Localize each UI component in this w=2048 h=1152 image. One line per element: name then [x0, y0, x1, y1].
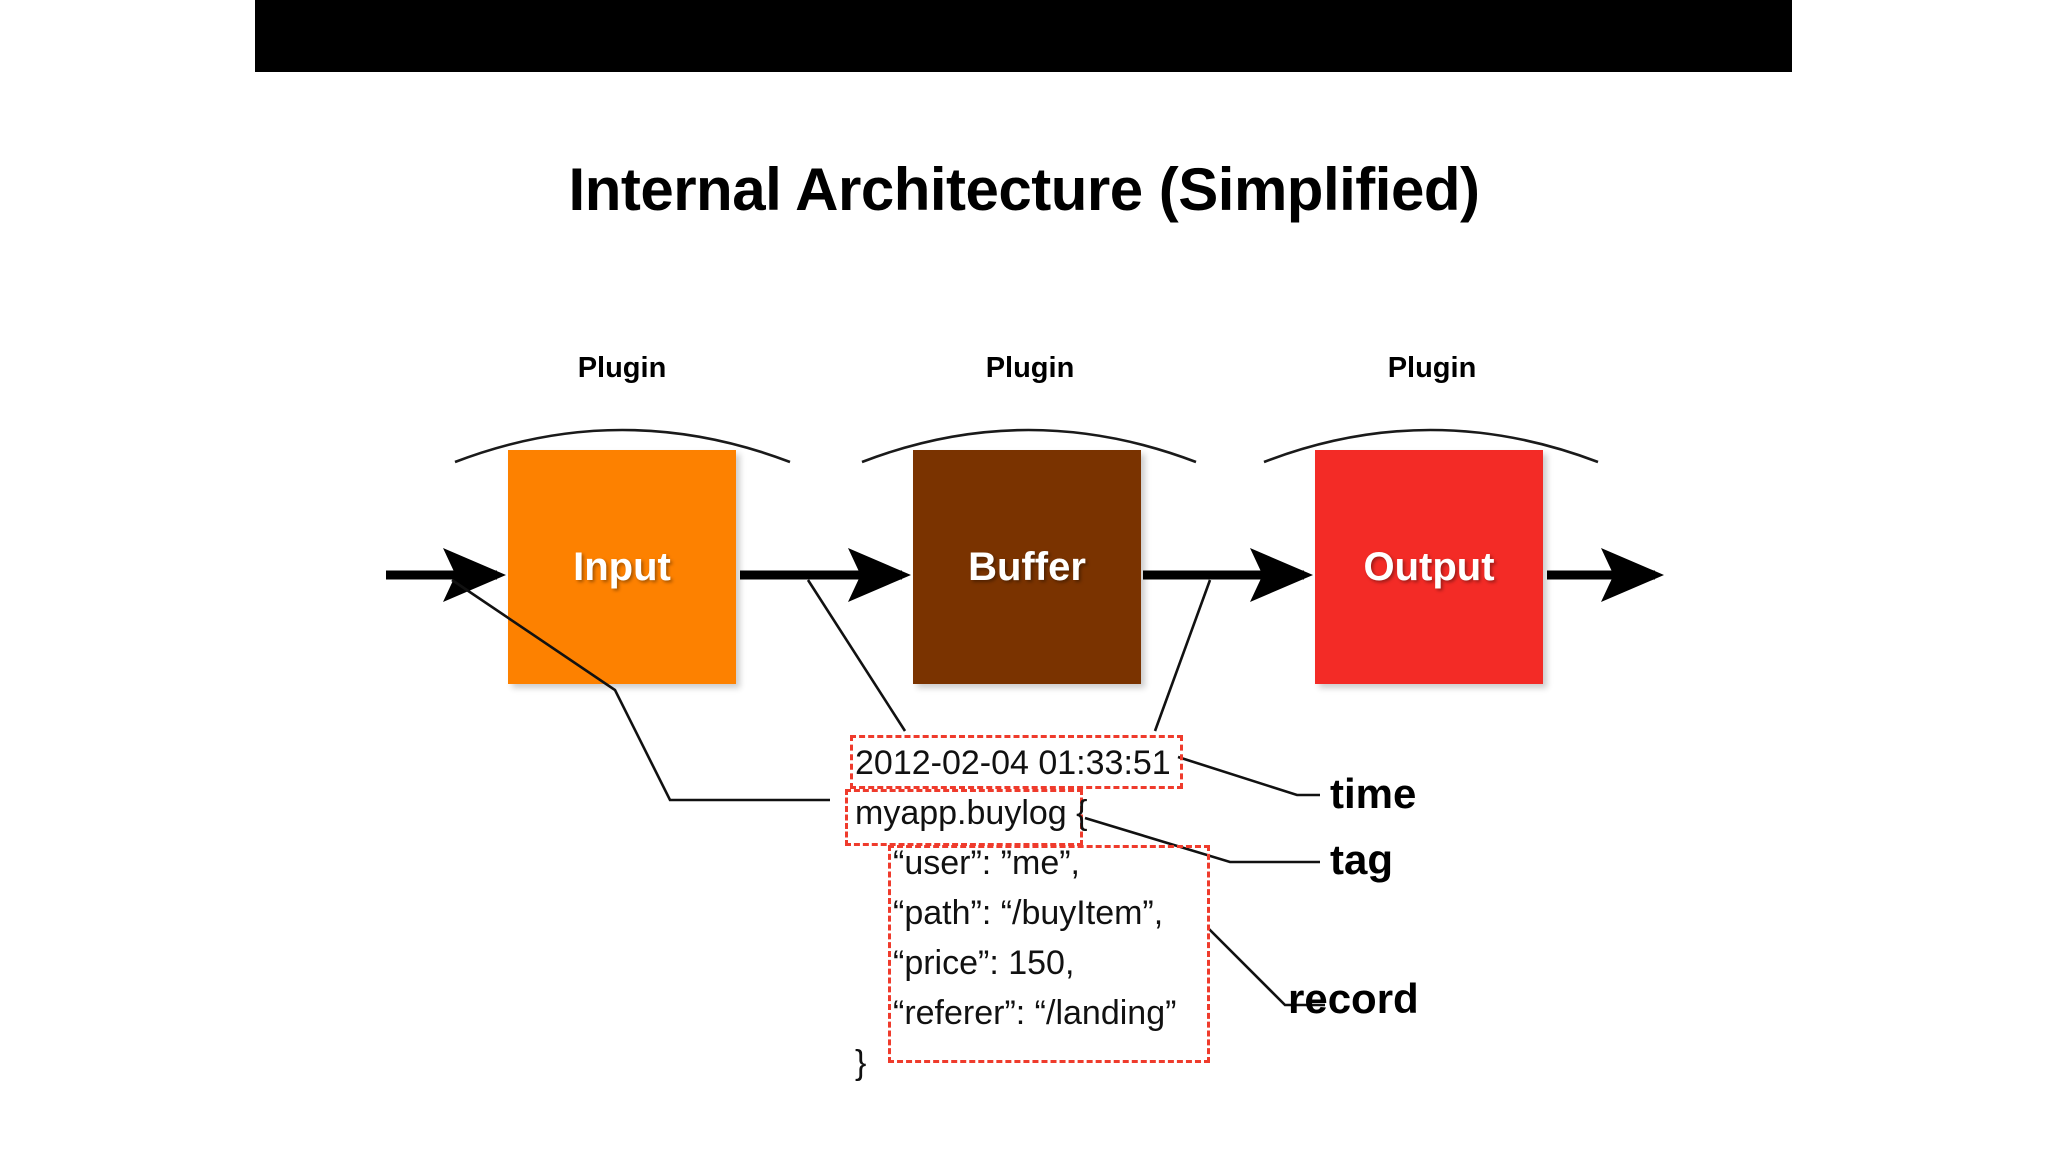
- record-line-close: }: [855, 1044, 867, 1082]
- plugin-caption-input: Plugin: [577, 352, 667, 384]
- callout-label-tag: tag: [1330, 836, 1393, 883]
- callout-label-time: time: [1330, 770, 1417, 817]
- callout-leader-time: [1177, 755, 1320, 797]
- highlight-box-record: [888, 845, 1210, 1063]
- record-line-path: “path”: “/buyItem”,: [893, 894, 1164, 932]
- plugin-caption-buffer: Plugin: [985, 352, 1075, 384]
- plugin-caption-output: Plugin: [1387, 352, 1477, 384]
- highlight-box-tag: [845, 789, 1083, 846]
- highlight-box-time: [850, 735, 1183, 789]
- leader-output-to-time2: [1153, 579, 1212, 732]
- record-line-price: “price”: 150,: [893, 944, 1075, 982]
- stage-box-input[interactable]: Input: [508, 450, 736, 684]
- page-title: Internal Architecture (Simplified): [568, 156, 1480, 223]
- leader-buffer-to-time: [806, 579, 907, 732]
- stage-label-input: Input: [573, 544, 671, 589]
- record-line-user: “user”: ”me”,: [893, 844, 1080, 882]
- stage-box-buffer[interactable]: Buffer: [913, 450, 1141, 684]
- record-line-referer: “referer”: “/landing”: [893, 994, 1177, 1032]
- log-record-sample: 2012-02-04 01:33:51 myapp.buylog { “user…: [845, 738, 1176, 1088]
- callout-label-record: record: [1288, 975, 1419, 1022]
- record-line-tag: myapp.buylog {: [855, 794, 1088, 832]
- top-black-bar: [255, 0, 1792, 72]
- stage-box-output[interactable]: Output: [1315, 450, 1543, 684]
- record-line-time: 2012-02-04 01:33:51: [855, 744, 1171, 782]
- stage-label-output: Output: [1363, 544, 1495, 589]
- stage-label-buffer: Buffer: [968, 544, 1086, 589]
